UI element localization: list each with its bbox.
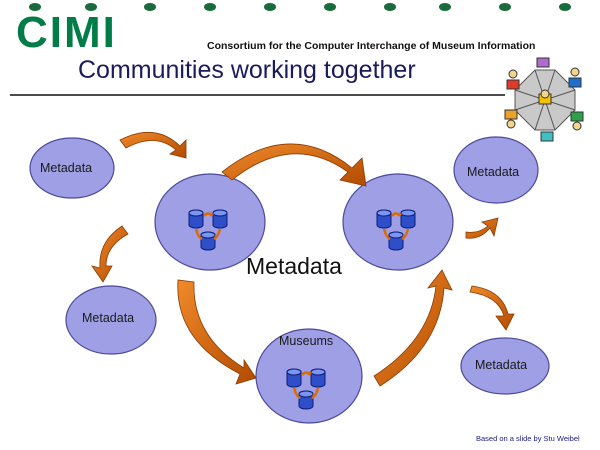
community-node-left bbox=[154, 173, 266, 271]
footer-credit: Based on a slide by Stu Weibel bbox=[476, 434, 580, 443]
community-node-museums bbox=[255, 328, 363, 424]
satellite-mid-left bbox=[65, 285, 157, 355]
arrow-left-large bbox=[177, 279, 257, 385]
page-title: Communities working together bbox=[78, 56, 416, 84]
network-computers-illustration bbox=[504, 57, 584, 142]
community-node-right bbox=[342, 173, 454, 271]
arrow-top-large bbox=[221, 143, 367, 187]
cimi-logo: CIMI bbox=[16, 8, 117, 57]
satellite-top-right bbox=[453, 136, 539, 204]
header-dot-row bbox=[29, 3, 571, 11]
satellite-bottom-right bbox=[460, 337, 550, 395]
consortium-title: Consortium for the Computer Interchange … bbox=[207, 40, 535, 52]
satellite-top-left bbox=[29, 137, 115, 199]
museums-label: Museums bbox=[279, 334, 333, 348]
flow-arrows bbox=[91, 131, 515, 387]
satellite-label-mid-left: Metadata bbox=[82, 311, 134, 325]
satellite-label-bottom-right: Metadata bbox=[475, 358, 527, 372]
arrow-lower-right-small bbox=[469, 285, 515, 331]
arrow-right-small bbox=[465, 217, 499, 239]
arrow-right-large bbox=[373, 269, 453, 387]
arrow-top-left-small bbox=[119, 131, 187, 159]
satellite-label-top-left: Metadata bbox=[40, 161, 92, 175]
center-metadata-label: Metadata bbox=[246, 253, 342, 279]
satellite-label-top-right: Metadata bbox=[467, 165, 519, 179]
arrow-left-small bbox=[91, 225, 129, 283]
